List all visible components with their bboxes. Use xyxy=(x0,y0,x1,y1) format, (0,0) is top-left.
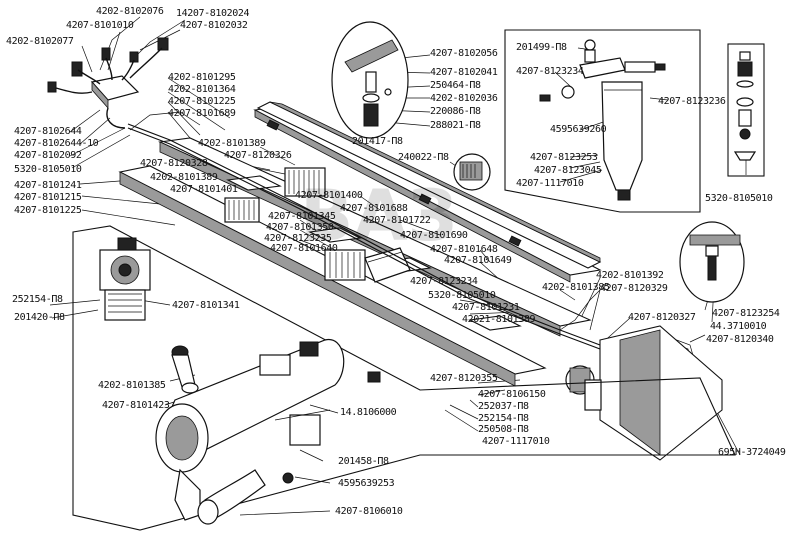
callout-label: 4207-8102041 xyxy=(430,67,498,78)
clamp-nut xyxy=(282,371,381,484)
blower-pump xyxy=(99,237,151,321)
callout-label: 4207-8101215 xyxy=(14,192,82,203)
callout-label: 4207-8123236 xyxy=(658,96,726,107)
elbow-fitting xyxy=(171,345,199,394)
heater-body xyxy=(155,339,345,521)
control-unit xyxy=(47,37,169,129)
callout-label: 252154-П8 xyxy=(12,294,63,305)
callout-label: 4207-8101640 xyxy=(270,243,338,254)
callout-label: 4207-8101689 xyxy=(168,108,236,119)
callout-label: 4207-8120327 xyxy=(628,312,696,323)
callout-label: 4207-8120340 xyxy=(706,334,774,345)
detail-callout-grille xyxy=(453,153,491,191)
callout-label: 4207-8120326 xyxy=(224,150,292,161)
vent-grille-3 xyxy=(324,249,366,281)
svg-text:ВАЗ: ВАЗ xyxy=(300,175,457,257)
vent-grille-1 xyxy=(284,167,326,197)
air-duct-beam xyxy=(256,101,602,269)
callout-label: 4207-8102056 xyxy=(430,48,498,59)
callout-label: 14.8106000 xyxy=(340,407,397,418)
fuel-filter-detail-box xyxy=(504,29,701,213)
callout-label: 4207-8102644 xyxy=(14,126,82,137)
callout-label: 4202-8102036 xyxy=(430,93,498,104)
callout-label: 14207-8102024 xyxy=(176,8,250,19)
callout-label: 4202-8101385 xyxy=(98,380,166,391)
callout-label: 4207-8123235 xyxy=(264,233,332,244)
callout-label: 4207-8101401 xyxy=(170,184,238,195)
callout-label: 4207-8101690 xyxy=(400,230,468,241)
callout-label: 288021-П8 xyxy=(430,120,481,131)
callout-label: 5320-8105010 xyxy=(705,193,773,204)
callout-label: 4202-8101295 xyxy=(168,72,236,83)
callout-label: 4207-1117010 xyxy=(482,436,550,447)
exhaust-pipe xyxy=(197,469,266,525)
callout-label: 4207-8101241 xyxy=(14,180,82,191)
callout-label: 4202-8102076 xyxy=(96,6,164,17)
callout-label: 4207-8102092 xyxy=(14,150,82,161)
callout-label: 4207-8101231 xyxy=(452,302,520,313)
callout-label: 4202-8101392 xyxy=(596,270,664,281)
callout-label: 4207-8101648 xyxy=(430,244,498,255)
callout-label: 4207-8120355 xyxy=(430,373,498,384)
callout-label: 4207-8123253 xyxy=(530,152,598,163)
callout-label: 695Н-3724049 xyxy=(718,447,786,458)
callout-label: 4207-8102032 xyxy=(180,20,248,31)
heater-unit-frame xyxy=(72,225,736,531)
callout-label: 4207-8101649 xyxy=(444,255,512,266)
callout-label: 4202-8101385 xyxy=(542,282,610,293)
callout-label: 240022-П8 xyxy=(398,152,449,163)
callout-label: 4207-8101225 xyxy=(14,205,82,216)
callout-label: 4207-1117010 xyxy=(516,178,584,189)
callout-label: 5320-8105010 xyxy=(428,290,496,301)
callout-label: 250464-П8 xyxy=(430,80,481,91)
callout-label: 201499-П8 xyxy=(516,42,567,53)
callout-label: 4207-8123254 xyxy=(712,308,780,319)
callout-label: 4595639260 xyxy=(550,124,607,135)
callout-label: 4207-8123045 xyxy=(534,165,602,176)
vent-grille-2 xyxy=(224,197,260,223)
callout-label: 4207-8106010 xyxy=(335,506,403,517)
detail-callout-valve xyxy=(331,21,409,139)
callout-label: 4207-8102644-10 xyxy=(14,138,99,149)
callout-label: 4207-8101225 xyxy=(168,96,236,107)
callout-label: 5320-8105010 xyxy=(14,164,82,175)
sensor-detail xyxy=(679,221,745,303)
heater-housing-right xyxy=(565,325,723,461)
callout-label: 4595639253 xyxy=(338,478,395,489)
callout-label: 42021-8101389 xyxy=(462,314,536,325)
callout-label: 201420-П8 xyxy=(14,312,65,323)
callout-label: 4207-8123234 xyxy=(410,276,478,287)
callout-label: 4202-8102077 xyxy=(6,36,74,47)
callout-label: 4207-8101688 xyxy=(340,203,408,214)
callout-label: 4207-8101341 xyxy=(172,300,240,311)
callout-label: 4207-8106150 xyxy=(478,389,546,400)
callout-label: 4207-8120328 xyxy=(140,158,208,169)
callout-label: 4207-8101423 xyxy=(102,400,170,411)
callout-label: 4202-8101389 xyxy=(150,172,218,183)
callout-label: 4207-8101722 xyxy=(363,215,431,226)
callout-label: 201458-П8 xyxy=(338,456,389,467)
callout-label: 4207-8101350 xyxy=(266,222,334,233)
callout-label: 4207-8101345 xyxy=(268,211,336,222)
callout-label: 4207-8101010 xyxy=(66,20,134,31)
callout-label: 252037-П8 xyxy=(478,401,529,412)
callout-label: 44.3710010 xyxy=(710,321,767,332)
callout-label: 4202-8101364 xyxy=(168,84,236,95)
callout-label: 201417-П8 xyxy=(352,136,403,147)
callout-label: 250508-П8 xyxy=(478,424,529,435)
callout-label: 4207-8101400 xyxy=(295,190,363,201)
callout-label: 252154-П8 xyxy=(478,413,529,424)
callout-label: 4207-8120329 xyxy=(600,283,668,294)
callout-label: 220086-П8 xyxy=(430,106,481,117)
callout-label: 4202-8101389 xyxy=(198,138,266,149)
callout-label: 4207-8123234 xyxy=(516,66,584,77)
watermark: ВАЗ xyxy=(300,175,457,257)
fittings-assembly xyxy=(727,43,765,177)
